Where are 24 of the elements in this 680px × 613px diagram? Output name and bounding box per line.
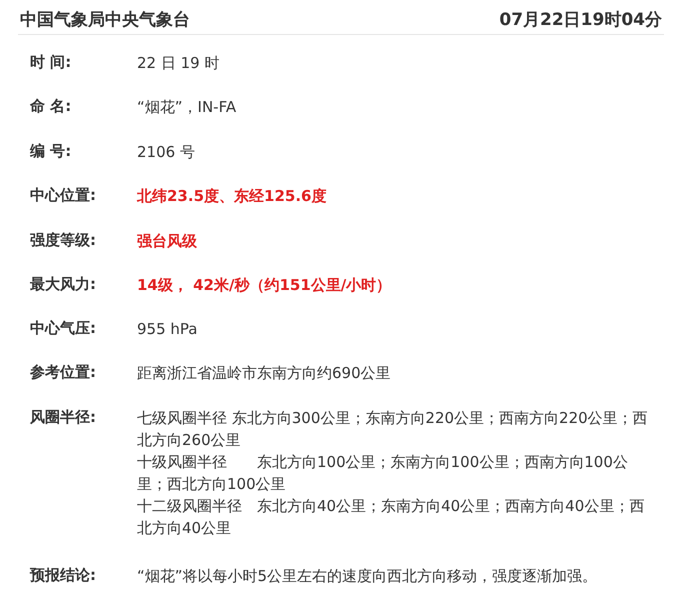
field-label: 最大风力: xyxy=(30,275,96,294)
header-timestamp: 07月22日19时04分 xyxy=(499,9,662,31)
field-label: 时 间: xyxy=(30,53,72,72)
field-value: 距离浙江省温岭市东南方向约690公里 xyxy=(137,363,392,384)
field-label: 预报结论: xyxy=(30,566,96,585)
field-value: 七级风圈半径 东北方向300公里；东南方向220公里；西南方向220公里；西北方向260公里 xyxy=(137,408,649,451)
field-value: 22 日 19 时 xyxy=(137,53,220,74)
field-label: 强度等级: xyxy=(30,231,96,250)
field-value: 十级风圈半径 东北方向100公里；东南方向100公里；西南方向100公里；西北方向100公里 xyxy=(137,452,629,495)
field-value: “烟花”将以每小时5公里左右的速度向西北方向移动，强度逐渐加强。 xyxy=(137,566,598,587)
field-label: 风圈半径: xyxy=(30,408,96,427)
field-value: 北纬23.5度、东经125.6度 xyxy=(137,186,328,207)
field-label: 编 号: xyxy=(30,142,72,161)
field-value: 955 hPa xyxy=(137,319,198,340)
field-label: 参考位置: xyxy=(30,363,96,382)
field-value: 2106 号 xyxy=(137,142,196,163)
field-value: 强台风级 xyxy=(137,231,198,252)
field-label: 中心位置: xyxy=(30,186,96,205)
field-label: 命 名: xyxy=(30,97,72,116)
header-title: 中国气象局中央气象台 xyxy=(20,9,190,31)
field-value: 14级， 42米/秒（约151公里/小时） xyxy=(137,275,392,296)
field-label: 中心气压: xyxy=(30,319,96,338)
field-value: “烟花”，IN-FA xyxy=(137,97,238,118)
field-value: 十二级风圈半径 东北方向40公里；东南方向40公里；西南方向40公里；西北方向40公里 xyxy=(137,496,646,539)
